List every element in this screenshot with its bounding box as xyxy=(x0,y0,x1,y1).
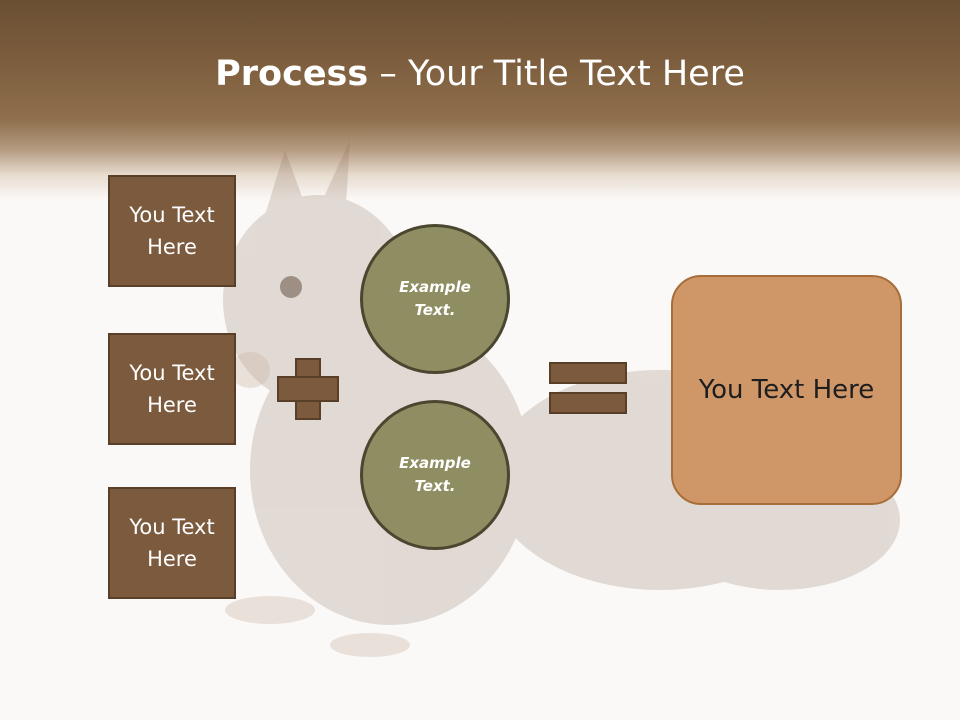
slide-title: Process – Your Title Text Here xyxy=(0,52,960,96)
title-bold: Process xyxy=(215,54,369,94)
example-circle-2-label: Example Text. xyxy=(399,454,471,495)
squirrel-eye xyxy=(280,276,302,298)
text-box-2-label: You Text Here xyxy=(129,361,215,417)
text-box-3: You Text Here xyxy=(108,487,236,599)
text-box-1: You Text Here xyxy=(108,175,236,287)
text-box-1-label: You Text Here xyxy=(129,203,215,259)
example-circle-2: Example Text. xyxy=(360,400,510,550)
result-box-label: You Text Here xyxy=(698,375,875,405)
text-box-3-label: You Text Here xyxy=(129,515,215,571)
example-circle-1-label: Example Text. xyxy=(399,278,471,319)
title-banner xyxy=(0,0,960,200)
example-circle-1: Example Text. xyxy=(360,224,510,374)
title-rest: – Your Title Text Here xyxy=(368,54,745,94)
text-box-2: You Text Here xyxy=(108,333,236,445)
result-box: You Text Here xyxy=(671,275,902,505)
